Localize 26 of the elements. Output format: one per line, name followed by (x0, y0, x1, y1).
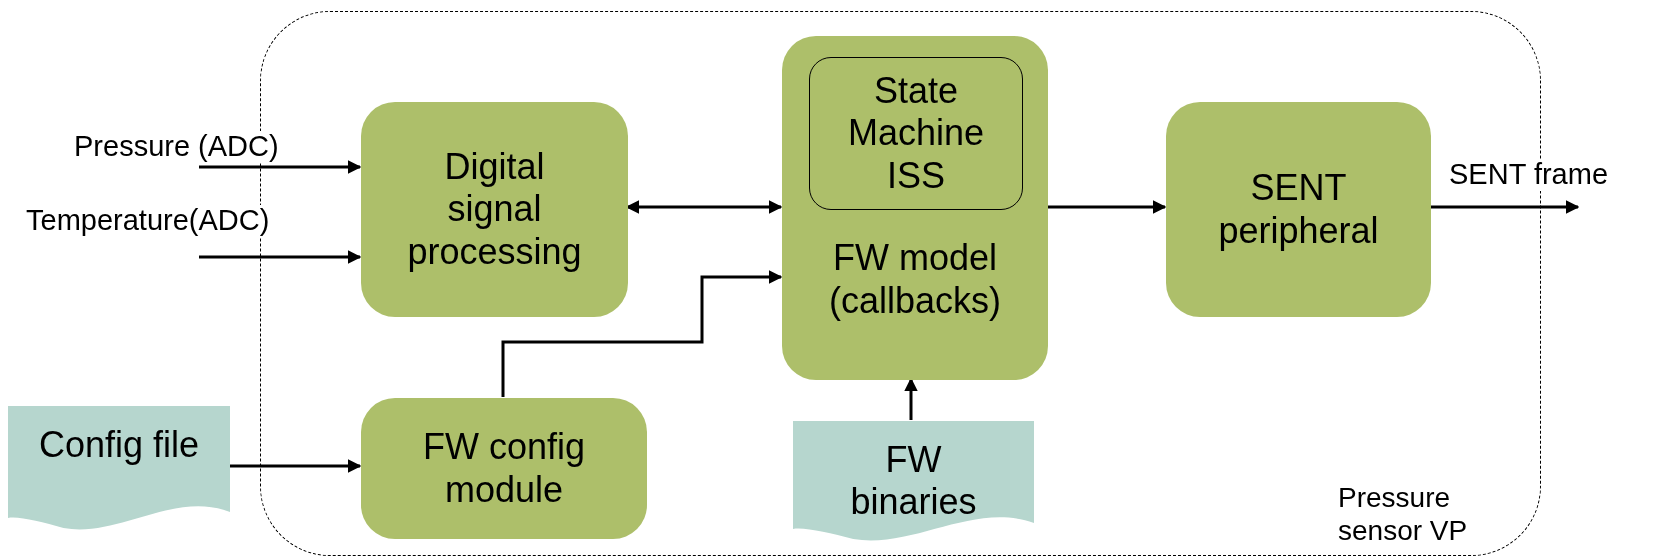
process-box (361, 102, 628, 317)
edge-label: Pressure (ADC) (74, 131, 279, 163)
arrow (501, 270, 783, 397)
arrow (904, 377, 918, 420)
document-shape (793, 421, 1034, 541)
node-label: SENT peripheral (1217, 167, 1380, 252)
boundary-label: Pressure sensor VP (1338, 480, 1469, 547)
node-label: State Machine ISS (846, 69, 986, 198)
process-box (1166, 102, 1431, 317)
process-box (782, 36, 1048, 380)
edge-label: SENT frame (1449, 159, 1608, 191)
arrow (230, 459, 362, 473)
node-label: Digital signal processing (406, 145, 583, 274)
node-label: Config file (38, 424, 200, 467)
arrow (1047, 200, 1167, 214)
arrow (625, 200, 783, 214)
node-label: FW config module (421, 426, 586, 511)
node-label: FW binaries (849, 439, 978, 524)
document-shape (8, 406, 230, 530)
arrow (199, 250, 362, 264)
process-box (361, 398, 647, 539)
state-machine-box (809, 57, 1023, 210)
arrow (199, 160, 362, 174)
arrow (1430, 200, 1580, 214)
edge-label: Temperature(ADC) (26, 205, 270, 237)
node-label: FW model (callbacks) (827, 237, 1002, 322)
